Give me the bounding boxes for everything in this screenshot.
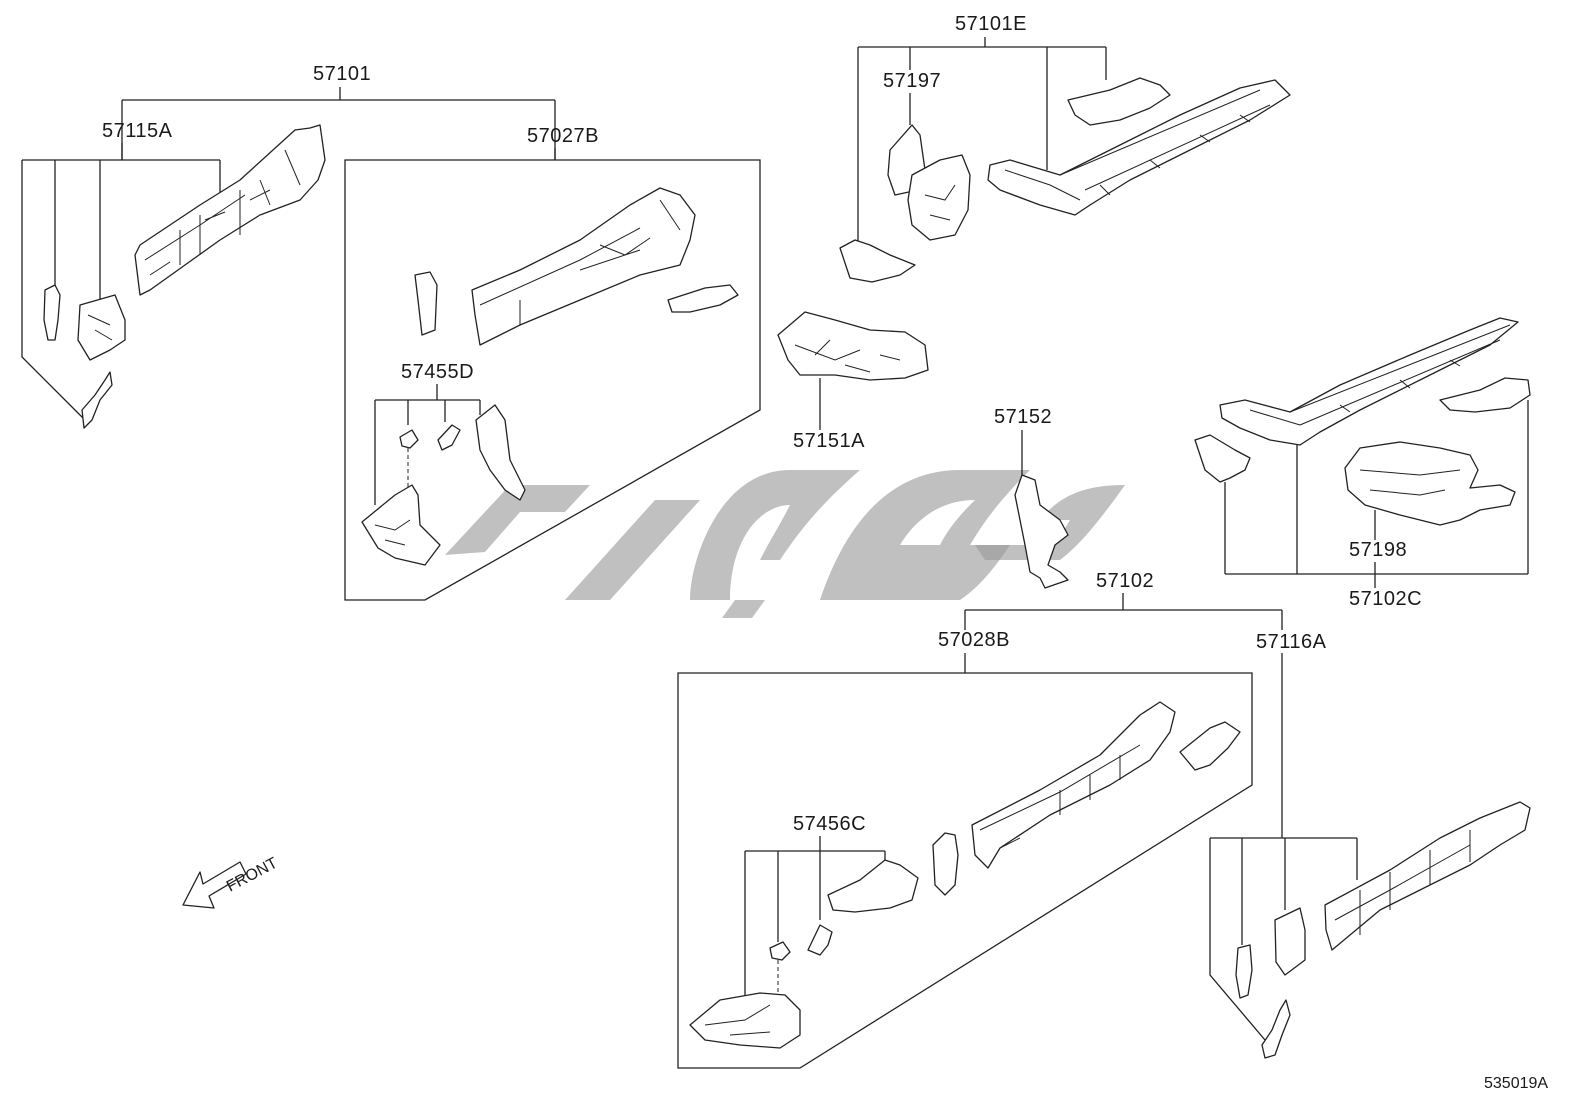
reinforcement-57197 [907,154,971,241]
assembly-57102: 57102 57028B 57116A 57456C [677,570,1531,1069]
figure-code: 535019A [1484,1075,1548,1092]
bolt-57456C [769,941,791,961]
gusset-57455D [475,404,526,501]
bracket-57116A-a [1235,944,1253,999]
bracket-57102C-top [1439,377,1531,413]
label-57027B: 57027B [527,125,599,147]
watermark-logo [445,470,1125,618]
rocker-panel-57102C [1219,317,1519,446]
bolt-57455D [399,429,419,449]
bracket-57101E-top [1067,77,1171,126]
bracket-57116A-b [1274,907,1306,976]
bracket-57028B-mid [932,832,959,896]
label-57101: 57101 [313,63,371,85]
gusset-57456C [827,859,919,913]
bracket-57115A-a [43,284,61,341]
label-57151A: 57151A [793,430,865,452]
bracket-base-57455D [361,484,441,566]
bracket-57027B-b [667,284,739,313]
bracket-57028B-right [1179,721,1241,771]
bracket-57102C-left [1194,434,1251,483]
label-57455D: 57455D [401,361,474,383]
part-57151A-group: 57151A [777,311,929,452]
label-57028B: 57028B [938,629,1010,651]
front-label: FRONT [224,855,281,896]
part-57198 [1344,441,1516,526]
rocker-panel-57101E [987,79,1291,216]
bracket-57115A-b [77,294,126,361]
label-57115A: 57115A [102,120,173,142]
front-direction-indicator: FRONT [182,855,281,909]
clip-57455D [437,424,461,451]
label-57456C: 57456C [793,813,866,835]
small-bracket-57101E [839,239,916,283]
bracket-57027B-a [414,271,438,336]
apron-member-57028B [971,701,1176,869]
clip-57456C [807,924,833,956]
part-57152-group: 57152 [994,406,1069,589]
assembly-57102C: 57198 57102C [1194,317,1531,610]
label-57197: 57197 [883,70,941,92]
front-arrow-icon [182,861,247,909]
clip-57115A [81,371,113,429]
apron-member-57027B [471,187,696,346]
part-57152 [1014,474,1069,589]
label-57116A: 57116A [1256,631,1327,653]
label-57101E: 57101E [955,13,1027,35]
part-57151A [777,311,929,381]
assembly-57101: 57101 57115A 57027B 57455D [21,63,761,601]
label-57152: 57152 [994,406,1052,428]
side-member-rail-57116A [1324,801,1531,951]
side-member-rail [134,124,326,296]
clip-57116A [1261,999,1291,1059]
label-57102: 57102 [1096,570,1154,592]
assembly-57101E: 57101E 57197 [839,13,1291,283]
label-57102C: 57102C [1349,588,1422,610]
label-57198: 57198 [1349,539,1407,561]
